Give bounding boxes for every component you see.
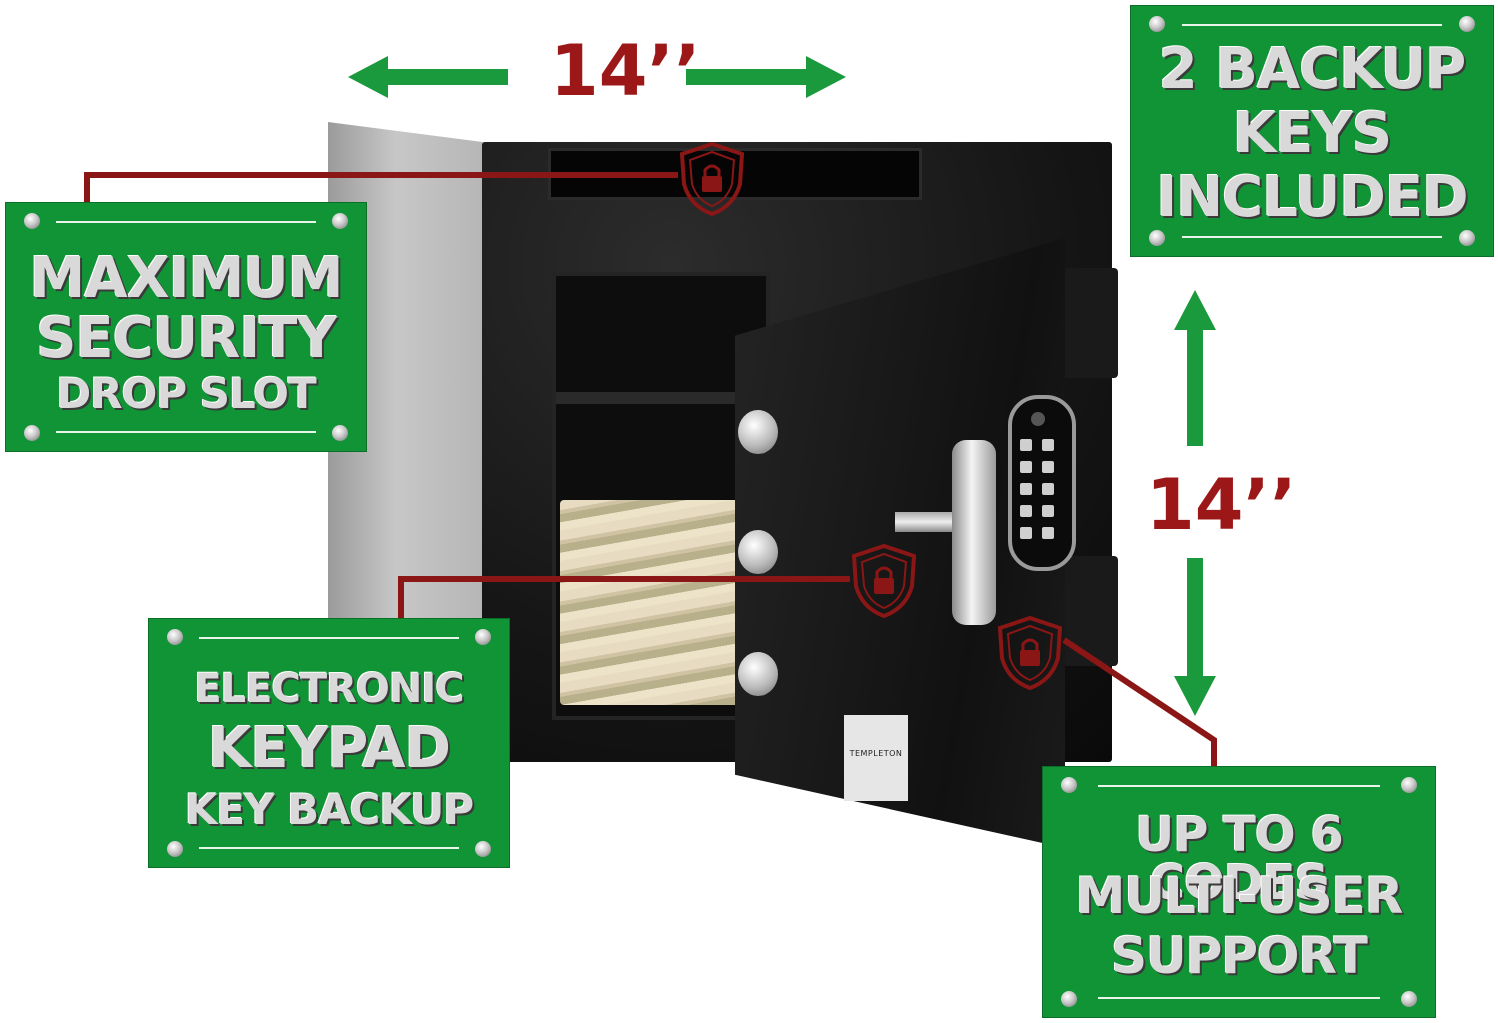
shield-lock-icon <box>997 615 1063 691</box>
plaque-line: KEYS <box>1232 101 1393 166</box>
callout-line-keypad-vertical <box>398 576 404 622</box>
plaque-line: KEYPAD <box>208 716 451 781</box>
keypad-buttons <box>1020 412 1054 539</box>
electronic-keypad <box>1008 395 1076 571</box>
plaque-rule <box>199 847 459 849</box>
screw-icon <box>1459 16 1475 32</box>
brand-plate-text: TEMPLETON <box>849 749 903 758</box>
locking-bolt <box>738 652 778 696</box>
shield-lock-icon <box>679 141 745 217</box>
screw-icon <box>167 841 183 857</box>
handle-stem <box>895 512 957 532</box>
callout-line-keypad <box>398 576 850 582</box>
plaque-rule <box>56 221 316 223</box>
screw-icon <box>167 629 183 645</box>
plaque-line: MAXIMUM <box>29 246 343 311</box>
locking-bolt <box>738 410 778 454</box>
plaque-line: UP TO 6 CODES <box>1135 807 1344 911</box>
callout-line-drop-slot-vertical <box>84 172 90 206</box>
height-dimension-label: 14’’ <box>1146 464 1297 546</box>
arrow-down-icon <box>1174 558 1216 716</box>
screw-icon <box>24 213 40 229</box>
safe-shelf <box>556 392 756 404</box>
shield-lock-icon <box>851 543 917 619</box>
screw-icon <box>1149 16 1165 32</box>
screw-icon <box>1149 230 1165 246</box>
screw-icon <box>1061 991 1077 1007</box>
plaque-line: ELECTRONIC <box>194 666 464 712</box>
callout-plaque-codes: UP TO 6 CODES MULTI-USER SUPPORT <box>1042 766 1436 1018</box>
locking-bolt <box>738 530 778 574</box>
plaque-line: INCLUDED <box>1156 165 1468 230</box>
width-dimension-label: 14’’ <box>550 30 701 112</box>
plaque-line: DROP SLOT <box>56 369 316 418</box>
door-handle <box>952 440 996 625</box>
plaque-rule <box>1181 236 1443 238</box>
plaque-line: SECURITY <box>36 306 337 371</box>
callout-plaque-backup-keys: 2 BACKUP KEYS INCLUDED <box>1130 5 1494 257</box>
screw-icon <box>332 213 348 229</box>
screw-icon <box>1401 991 1417 1007</box>
screw-icon <box>1061 777 1077 793</box>
screw-icon <box>475 629 491 645</box>
callout-plaque-drop-slot: MAXIMUM SECURITY DROP SLOT <box>5 202 367 452</box>
arrow-up-icon <box>1174 290 1216 446</box>
callout-line-drop-slot <box>84 172 678 178</box>
plaque-rule <box>56 431 316 433</box>
callout-line-codes <box>1062 637 1217 770</box>
plaque-line: SUPPORT <box>1111 927 1368 985</box>
arrow-left-icon <box>348 56 508 98</box>
plaque-line: KEY BACKUP <box>184 785 474 834</box>
plaque-rule <box>1097 785 1381 787</box>
arrow-right-icon <box>686 56 846 98</box>
screw-icon <box>1459 230 1475 246</box>
screw-icon <box>24 425 40 441</box>
plaque-rule <box>1097 997 1381 999</box>
screw-icon <box>332 425 348 441</box>
screw-icon <box>1401 777 1417 793</box>
plaque-line: MULTI-USER <box>1075 867 1404 925</box>
plaque-line: 2 BACKUP <box>1158 37 1467 102</box>
screw-icon <box>475 841 491 857</box>
plaque-rule <box>199 637 459 639</box>
brand-plate: TEMPLETON <box>844 715 908 801</box>
cash-stacks <box>560 500 755 705</box>
plaque-rule <box>1181 24 1443 26</box>
callout-plaque-keypad: ELECTRONIC KEYPAD KEY BACKUP <box>148 618 510 868</box>
